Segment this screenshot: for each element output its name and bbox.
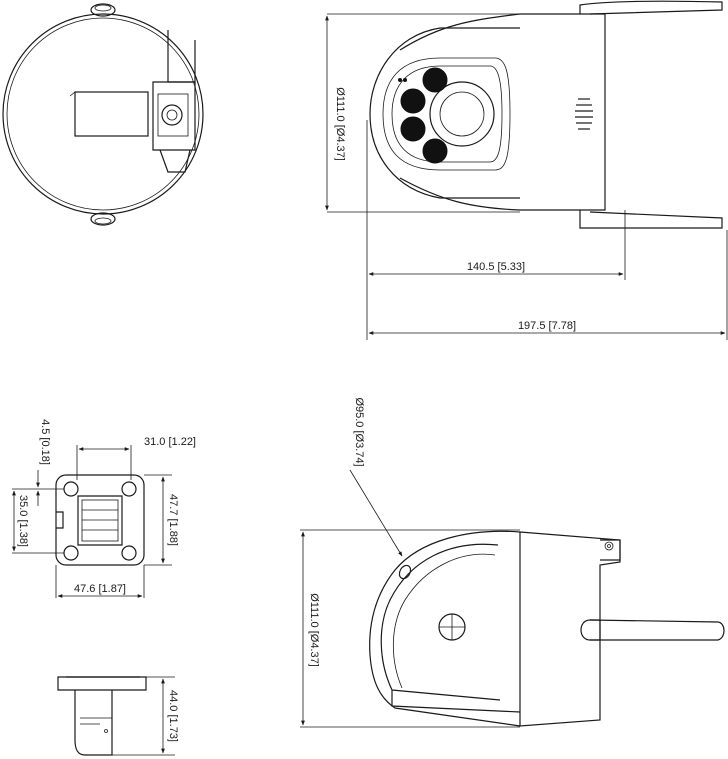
front-view: Ø111.0 [Ø4.37] 140.5 [5.33] 197.5 [7.78] — [325, 0, 728, 340]
bracket-stem — [74, 690, 113, 756]
antenna-top — [579, 0, 723, 15]
dome — [369, 27, 520, 199]
back-view — [2, 3, 204, 226]
side-dome — [369, 530, 521, 727]
mount-bracket — [152, 81, 196, 151]
screw-hole — [161, 104, 183, 126]
dim-mount-top-label: 31.0 [1.22] — [144, 436, 196, 448]
label-plate — [74, 91, 149, 137]
dim-mount-height-label: 47.7 [1.88] — [167, 494, 179, 546]
top-knob — [90, 3, 116, 17]
dim-bracket-height-label: 44.0 [1.73] — [167, 690, 179, 742]
dim-hole-spacing-label: 35.0 [1.38] — [17, 495, 29, 547]
antenna-bottom — [579, 210, 723, 229]
mount-base-plate — [55, 474, 145, 566]
camera-lens — [429, 81, 495, 147]
bottom-knob — [90, 212, 116, 226]
dim-depth-label: 140.5 [5.33] — [467, 261, 525, 273]
dim-mount-width-label: 47.6 [1.87] — [74, 583, 126, 595]
side-view: Ø95.0 [Ø3.74] Ø111.0 [Ø4.37] — [300, 397, 725, 728]
dim-offset-label: 4.5 [0.18] — [39, 419, 51, 465]
side-antenna — [589, 619, 725, 641]
dim-lens-label: Ø95.0 [Ø3.74] — [353, 397, 365, 466]
bracket-base — [57, 676, 147, 691]
ir-led-4 — [422, 138, 448, 164]
speaker-grille — [575, 98, 593, 130]
dim-side-height-label: Ø111.0 [Ø4.37] — [308, 593, 320, 667]
bracket-side-view: 44.0 [1.73] — [57, 676, 179, 756]
leader-lens — [349, 469, 403, 557]
ir-led-1 — [422, 67, 448, 93]
ir-led-3 — [400, 116, 426, 142]
dim-total-label: 197.5 [7.78] — [518, 320, 576, 332]
dim-height-label: Ø111.0 [Ø4.37] — [334, 87, 346, 161]
ir-led-2 — [400, 88, 426, 114]
mount-base-view: 31.0 [1.22] 4.5 [0.18] 35.0 [1.38] 47.7 … — [12, 419, 196, 598]
